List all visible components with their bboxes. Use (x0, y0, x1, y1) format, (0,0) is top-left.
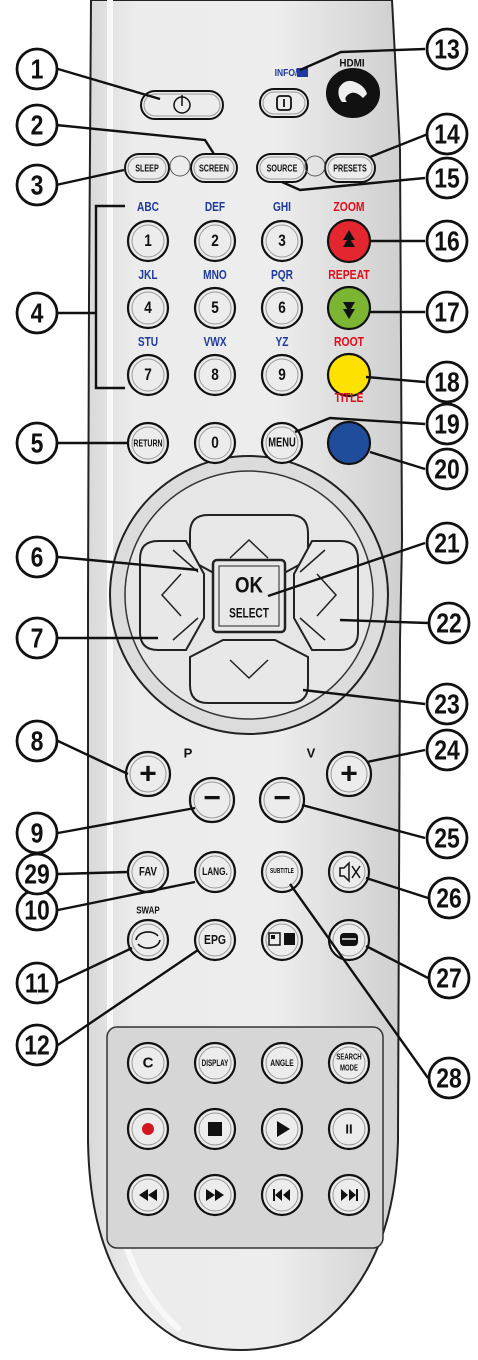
callout-number: 2 (31, 111, 44, 142)
callout-number: 13 (434, 35, 460, 66)
callout-number: 25 (434, 824, 460, 855)
record-icon (142, 1123, 154, 1135)
letters-label: STU (138, 335, 158, 349)
callout-number: 26 (436, 884, 462, 915)
digit-label: 5 (211, 299, 219, 318)
hdmi-logo: HDMI (339, 58, 364, 70)
select-label: SELECT (229, 605, 269, 621)
letters-label: ABC (137, 200, 159, 214)
info-label: INFO/ (275, 68, 298, 79)
callout-number: 14 (434, 120, 460, 151)
letters-label: VWX (203, 335, 226, 349)
callout-number: 5 (31, 429, 44, 460)
digit-label: 9 (278, 366, 286, 385)
search-mode-button[interactable] (329, 1043, 369, 1083)
color-button-3[interactable] (328, 422, 370, 464)
ok-label: OK (235, 574, 263, 598)
color-key-label: REPEAT (328, 268, 370, 282)
callout-number: 15 (434, 164, 460, 195)
hdmi-control-text: CONTROL (337, 72, 367, 78)
presets-label: PRESETS (333, 162, 367, 173)
callout-number: 17 (434, 298, 460, 329)
color-key-label: TITLE (335, 391, 364, 405)
program-label: P (184, 746, 193, 761)
swap-button[interactable] (128, 920, 168, 960)
digit-label: 0 (211, 434, 219, 453)
search-label: SEARCH (336, 1054, 361, 1062)
c-label: C (143, 1055, 154, 1072)
mode-label: MODE (340, 1065, 358, 1073)
callout-number: 24 (434, 736, 460, 767)
plus-icon: + (139, 758, 157, 791)
source-label: SOURCE (267, 162, 298, 173)
subtitle-label: SUBTITLE (270, 869, 294, 876)
return-label: RETURN (133, 437, 162, 449)
fav-label: FAV (139, 865, 158, 878)
callout-number: 22 (436, 609, 462, 640)
stop-icon (208, 1122, 222, 1136)
minus-icon: − (273, 782, 291, 815)
callout-number: 8 (31, 727, 44, 758)
callout-number: 23 (434, 690, 460, 721)
callout-number: 21 (434, 529, 460, 560)
callout-number: 9 (31, 819, 44, 850)
letters-label: YZ (276, 335, 289, 349)
callout-number: 1 (31, 55, 44, 86)
letters-label: MNO (203, 268, 227, 282)
callout-number: 12 (24, 1031, 50, 1062)
callout-number: 19 (434, 410, 460, 441)
letters-label: PQR (271, 268, 293, 282)
digit-label: 1 (144, 232, 152, 251)
callout-number: 10 (24, 896, 50, 927)
nav-right-button[interactable] (294, 541, 358, 650)
callout-number: 3 (31, 171, 44, 202)
callout-number: 29 (24, 860, 50, 891)
callout-number: 20 (434, 455, 460, 486)
color-key-label: ROOT (334, 335, 365, 349)
callout-number: 7 (31, 624, 44, 655)
pip-icon-right (284, 933, 295, 945)
letters-label: DEF (205, 200, 225, 214)
callout-number: 18 (434, 368, 460, 399)
display-label: DISPLAY (202, 1058, 229, 1068)
pip-button[interactable] (262, 920, 302, 960)
pip-icon-inner (271, 935, 275, 939)
swap-label: SWAP (136, 904, 160, 915)
volume-label: V (307, 746, 316, 761)
digit-label: 8 (211, 366, 219, 385)
pause-icon: II (345, 1122, 352, 1137)
sleep-label: SLEEP (135, 162, 159, 173)
digit-label: 7 (144, 366, 152, 385)
letters-label: JKL (138, 268, 157, 282)
digit-label: 3 (278, 232, 286, 251)
minus-icon: − (203, 782, 221, 815)
nav-down-button[interactable] (190, 640, 308, 703)
epg-label: EPG (204, 933, 226, 947)
callout-number: 27 (436, 964, 462, 995)
digit-label: 6 (278, 299, 286, 318)
callout-number: 11 (25, 969, 49, 1000)
screen-label: SCREEN (199, 162, 229, 173)
color-key-label: ZOOM (333, 200, 364, 214)
lang-label: LANG. (202, 866, 228, 878)
nav-left-button[interactable] (140, 541, 204, 650)
digit-label: 2 (211, 232, 219, 251)
letters-label: GHI (273, 200, 291, 214)
callout-number: 28 (436, 1064, 462, 1095)
callout-number: 4 (31, 299, 44, 330)
plus-icon: + (340, 758, 358, 791)
color-button-2[interactable] (328, 354, 370, 396)
menu-label: MENU (268, 436, 296, 450)
digit-label: 4 (144, 299, 152, 318)
callout-number: 6 (31, 543, 44, 574)
angle-label: ANGLE (270, 1058, 294, 1068)
callout-number: 16 (434, 227, 460, 258)
